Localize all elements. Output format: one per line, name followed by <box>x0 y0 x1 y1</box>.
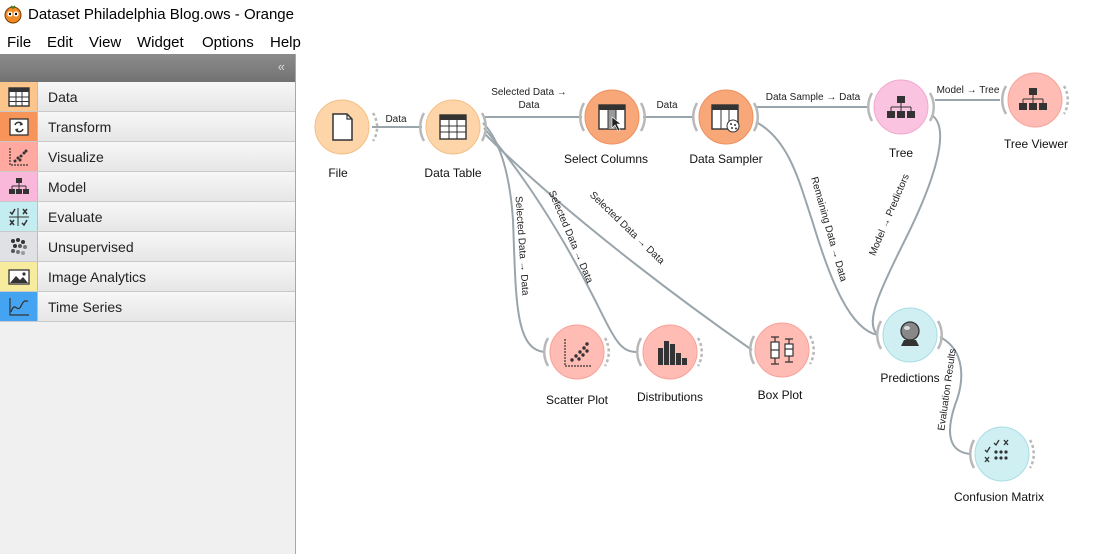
widget-tree[interactable]: Tree <box>867 79 935 160</box>
link-label: Selected Data → Data <box>546 189 595 285</box>
link-label: Data <box>385 114 407 125</box>
table-icon <box>0 82 38 111</box>
widget-label: Data Sampler <box>689 152 762 166</box>
menu-options[interactable]: Options <box>202 34 254 51</box>
menu-help[interactable]: Help <box>270 34 301 51</box>
menu-view[interactable]: View <box>89 34 122 51</box>
category-label: Unsupervised <box>48 239 134 255</box>
data-sampler-icon <box>711 104 740 133</box>
category-model[interactable]: Model <box>0 172 295 202</box>
link-label: Data <box>518 100 540 111</box>
widget-tree-viewer[interactable]: Tree Viewer <box>1001 72 1069 151</box>
widget-label: Predictions <box>880 371 939 385</box>
transform-icon <box>0 112 38 141</box>
widget-confusion-matrix[interactable]: Confusion Matrix <box>954 426 1044 504</box>
box-plot-icon <box>770 336 794 365</box>
document-icon <box>332 113 353 141</box>
category-label: Evaluate <box>48 209 103 225</box>
widget-label: Scatter Plot <box>546 393 609 407</box>
link-tree-predictions[interactable] <box>871 115 942 334</box>
widget-scatter-plot[interactable]: Scatter Plot <box>543 324 610 407</box>
widget-data-table[interactable]: Data Table <box>419 99 487 180</box>
widget-data-sampler[interactable]: Data Sampler <box>689 89 763 166</box>
confusion-matrix-icon <box>984 439 1009 463</box>
widget-label: Select Columns <box>564 152 648 166</box>
link-label: Model → Predictors <box>867 172 911 257</box>
widget-select-columns[interactable]: Select Columns <box>564 89 648 166</box>
evaluate-icon <box>0 202 38 231</box>
tree-icon <box>887 96 915 118</box>
category-time-series[interactable]: Time Series <box>0 292 295 322</box>
widget-label: Box Plot <box>758 388 803 402</box>
link-label: Selected Data → <box>491 87 567 98</box>
link-predictions-confusion[interactable] <box>939 336 971 455</box>
window-title: Dataset Philadelphia Blog.ows - Orange <box>28 6 294 23</box>
category-visualize[interactable]: Visualize <box>0 142 295 172</box>
menu-widget[interactable]: Widget <box>137 34 184 51</box>
widget-label: Tree Viewer <box>1004 137 1068 151</box>
workflow-canvas[interactable]: Data Selected Data → Data Data Data Samp… <box>297 54 1106 554</box>
category-label: Visualize <box>48 149 104 165</box>
link-datatable-scatter[interactable] <box>482 122 546 353</box>
collapse-icon[interactable]: « <box>277 59 285 74</box>
title-bar: Dataset Philadelphia Blog.ows - Orange <box>0 0 1106 30</box>
category-label: Transform <box>48 119 112 135</box>
timeseries-icon <box>0 292 38 321</box>
tree-viewer-icon <box>1019 88 1047 110</box>
tree-icon <box>0 172 38 201</box>
select-columns-icon <box>598 104 626 132</box>
scatter-plot-icon <box>564 339 591 367</box>
widget-label: File <box>328 166 348 180</box>
table-icon <box>439 114 467 140</box>
category-data[interactable]: Data <box>0 82 295 112</box>
menu-edit[interactable]: Edit <box>47 34 73 51</box>
menu-file[interactable]: File <box>7 34 32 51</box>
category-label: Data <box>48 89 78 105</box>
link-label: Model → Tree <box>937 85 1000 96</box>
widget-label: Data Table <box>424 166 481 180</box>
widget-distributions[interactable]: Distributions <box>636 324 703 404</box>
distributions-icon <box>658 341 687 365</box>
link-datasampler-predictions[interactable] <box>755 121 879 336</box>
link-label: Selected Data → Data <box>587 190 667 267</box>
crystal-ball-icon <box>900 321 920 346</box>
link-datatable-distributions[interactable] <box>483 127 638 353</box>
menu-bar: File Edit View Widget Options Help <box>0 30 1106 54</box>
widget-label: Confusion Matrix <box>954 490 1044 504</box>
widget-box-plot[interactable]: Box Plot <box>749 322 815 402</box>
image-icon <box>0 262 38 291</box>
clusters-icon <box>0 232 38 261</box>
category-unsupervised[interactable]: Unsupervised <box>0 232 295 262</box>
category-evaluate[interactable]: Evaluate <box>0 202 295 232</box>
category-transform[interactable]: Transform <box>0 112 295 142</box>
category-image-analytics[interactable]: Image Analytics <box>0 262 295 292</box>
category-label: Image Analytics <box>48 269 147 285</box>
toolbox-header: « <box>0 54 295 82</box>
widget-label: Distributions <box>637 390 703 404</box>
widget-label: Tree <box>889 146 914 160</box>
widget-file[interactable]: File <box>314 99 379 180</box>
category-label: Model <box>48 179 87 195</box>
orange-logo-icon <box>4 5 22 24</box>
link-label: Evaluation Results <box>936 348 958 432</box>
link-label: Data Sample → Data <box>766 92 861 103</box>
widget-predictions[interactable]: Predictions <box>876 307 943 385</box>
link-label: Data <box>656 100 678 111</box>
widget-toolbox: « Data Transform Visualize Model Evaluat… <box>0 54 296 554</box>
scatter-icon <box>0 142 38 171</box>
link-datatable-boxplot[interactable] <box>483 132 753 351</box>
category-label: Time Series <box>48 299 123 315</box>
